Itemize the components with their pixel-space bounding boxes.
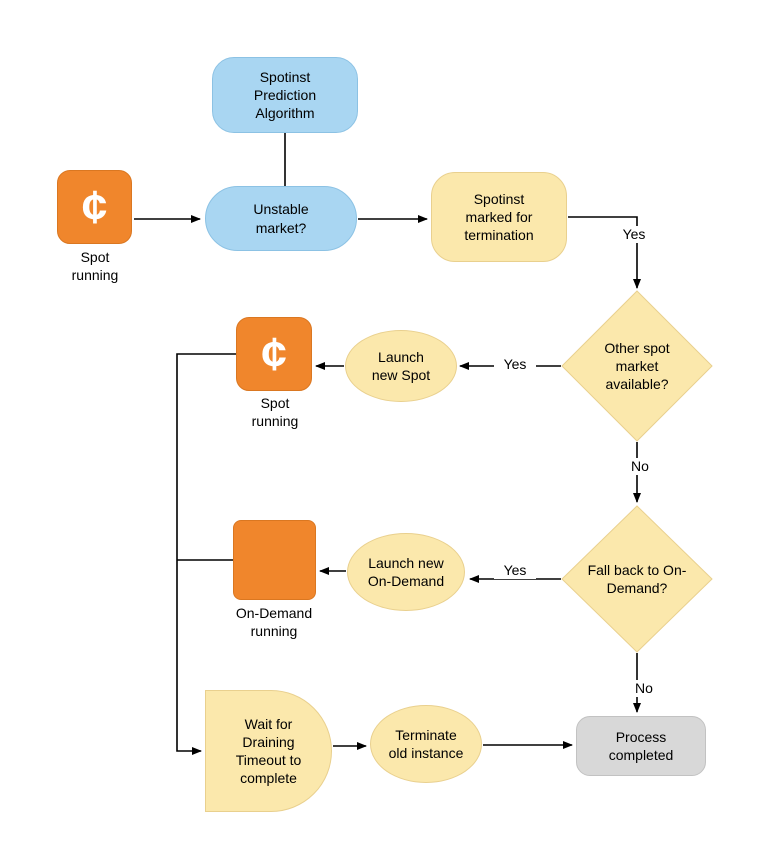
node-wait-draining-timeout: Wait for Draining Timeout to complete [205,690,332,812]
decision-other-spot-market-label: Other spot market available? [604,339,670,393]
edge-marked-to-diamond1 [568,216,641,289]
spot-instance-icon-1: ¢ [57,170,132,244]
edge-label-no-fallback: No [626,680,662,697]
node-marked-for-termination: Spotinst marked for termination [431,172,567,262]
node-unstable-market: Unstable market? [205,186,357,251]
node-process-completed-label: Process completed [608,728,674,763]
node-marked-for-termination-label: Spotinst marked for termination [464,190,534,244]
decision-other-spot-market [561,290,713,442]
cent-icon: ¢ [261,328,287,380]
node-wait-draining-timeout-label: Wait for Draining Timeout to complete [235,715,302,787]
node-spotinst-prediction-algorithm: Spotinst Prediction Algorithm [212,57,358,133]
edge-spot2-rail-to-wait [176,353,236,755]
decision-fall-back-on-demand-label: Fall back to On-Demand? [587,561,687,596]
edge-label-yes-marked: Yes [612,226,656,243]
edge-label-yes-other-spot: Yes [494,356,536,373]
edge-label-yes-fallback: Yes [494,562,536,579]
node-terminate-old-instance-label: Terminate old instance [388,726,464,761]
node-spotinst-prediction-label: Spotinst Prediction Algorithm [253,68,317,122]
spot-running-label-2: Spot running [251,395,299,429]
node-launch-new-spot: Launch new Spot [345,330,457,402]
node-unstable-market-label: Unstable market? [253,201,309,236]
node-launch-new-on-demand: Launch new On-Demand [347,533,465,611]
node-launch-new-spot-label: Launch new Spot [371,348,431,383]
on-demand-instance-icon [233,520,316,600]
on-demand-running-label: On-Demand running [235,605,313,639]
edge-label-no-other-spot: No [622,458,658,475]
node-launch-new-on-demand-label: Launch new On-Demand [367,554,445,589]
node-process-completed: Process completed [576,716,706,776]
decision-fall-back-on-demand [561,505,713,653]
cent-icon: ¢ [81,181,108,233]
node-terminate-old-instance: Terminate old instance [370,705,482,783]
spot-instance-icon-2: ¢ [236,317,312,391]
spot-running-label-1: Spot running [71,249,119,283]
